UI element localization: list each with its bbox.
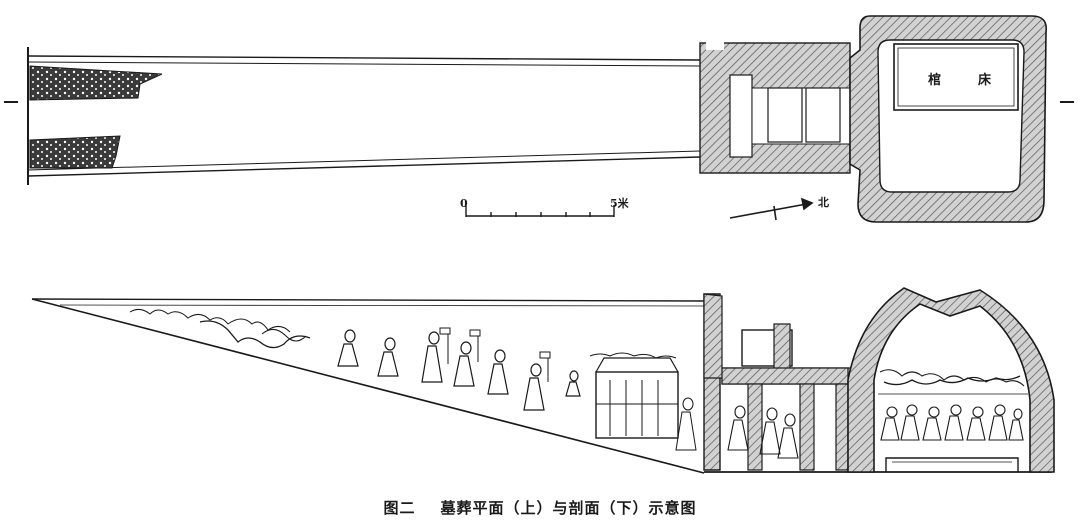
coffin-bed-inner [897, 47, 1015, 107]
gate-doorway [729, 74, 753, 158]
passage-mural [129, 308, 697, 451]
passage-niche-upper [29, 65, 163, 101]
figure-caption: 图二 墓葬平面（上）与剖面（下）示意图 [0, 497, 1080, 518]
corridor-section-pillar-3 [835, 383, 849, 471]
chamber-vault-outer [847, 287, 1055, 473]
section-view [31, 287, 1055, 474]
north-arrow [729, 197, 814, 221]
coffin-bed [893, 43, 1019, 111]
scale-bar [465, 205, 615, 217]
plan-view [4, 15, 1074, 223]
passage-section-floor [31, 298, 705, 474]
chamber-mural [878, 369, 1028, 441]
passage-bottom-outer [27, 156, 701, 177]
corridor-section-pillar-2 [799, 383, 815, 471]
coffin-bed-label-1: 棺 [928, 72, 941, 88]
passage-section-top-inner [59, 304, 705, 307]
chamber-coffin-platform [885, 457, 1019, 472]
corridor-pillar-2 [805, 87, 841, 143]
mural-figure [337, 329, 581, 411]
passage-top-outer [27, 55, 701, 61]
passage-top-inner [27, 61, 701, 67]
passage-niche-lower [29, 135, 121, 169]
corridor-section-pillar-1 [747, 383, 763, 471]
gate-section-post [773, 323, 791, 371]
figure-number: 图二 [383, 499, 416, 517]
mural-carriage [595, 371, 679, 439]
figure-title: 墓葬平面（上）与剖面（下）示意图 [440, 499, 697, 517]
corridor-section-lintel [721, 367, 849, 385]
corridor-pillar-1 [767, 87, 803, 143]
north-arrow-label: 北 [818, 195, 829, 209]
coffin-bed-label-2: 床 [978, 72, 992, 88]
passage-section-top [31, 298, 705, 302]
scale-bar-start-label: 0 [460, 197, 468, 210]
gate-notch-top [706, 40, 724, 50]
passage-bottom-inner [27, 150, 701, 171]
scale-bar-end-label: 5米 [610, 196, 630, 210]
